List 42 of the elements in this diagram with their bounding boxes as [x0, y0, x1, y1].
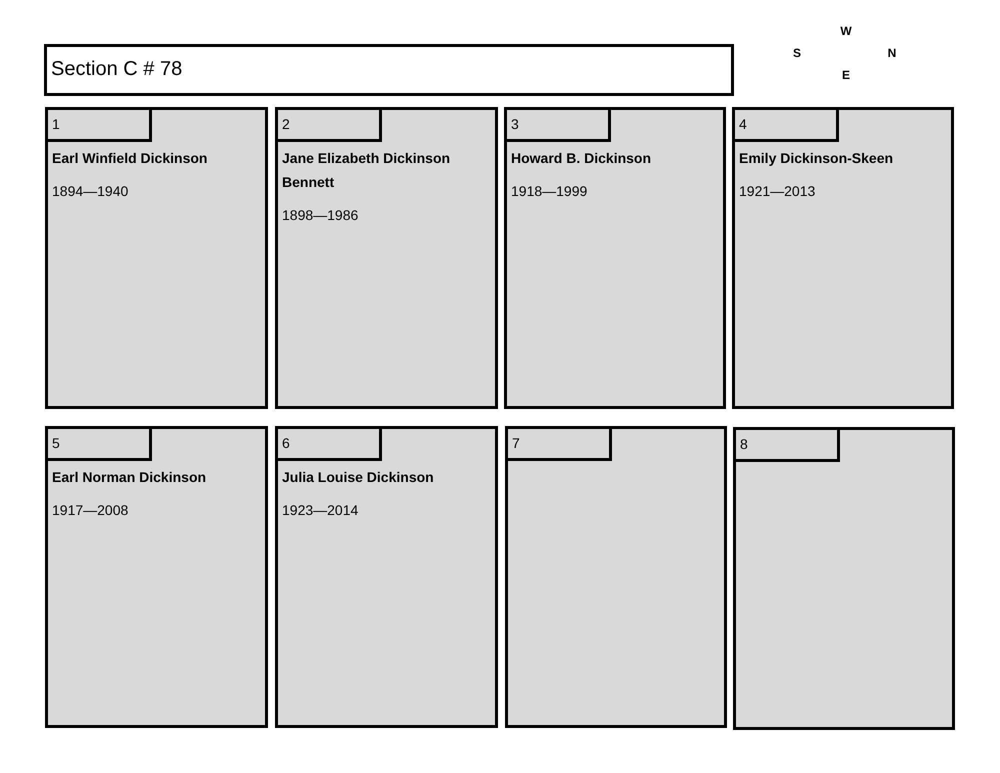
- plot-number-tab: [275, 426, 382, 461]
- plot-number-tab: [732, 107, 839, 142]
- plot-number-tab: [45, 107, 152, 142]
- grave-plot: [733, 427, 955, 730]
- plot-number-tab: [45, 426, 152, 461]
- life-dates: 1921—2013: [739, 182, 816, 201]
- plot-number: 4: [739, 115, 748, 134]
- compass-label: N: [888, 46, 896, 60]
- grave-plot: [45, 107, 268, 409]
- plot-number: 1: [52, 115, 61, 134]
- life-dates: 1917—2008: [52, 501, 130, 520]
- life-dates: 1898—1986: [282, 206, 360, 225]
- plot-number: 6: [282, 434, 291, 453]
- compass-label: W: [840, 24, 852, 38]
- grave-plot: [732, 107, 954, 409]
- compass-label: E: [842, 68, 850, 82]
- grave-plot: [45, 426, 268, 728]
- person-name: Earl Norman Dickinson: [52, 468, 208, 487]
- person-name: Julia Louise Dickinson: [282, 468, 435, 487]
- person-name: Earl Winfield Dickinson: [52, 149, 208, 168]
- grave-plot: [504, 107, 726, 409]
- person-name: Howard B. Dickinson: [511, 149, 652, 168]
- section-header-box: [44, 44, 734, 96]
- plot-number: 5: [52, 434, 61, 453]
- grave-plot: [275, 107, 498, 409]
- plot-number: 3: [511, 115, 520, 134]
- plot-number: 8: [740, 435, 749, 454]
- compass-label: S: [793, 46, 801, 60]
- life-dates: 1918—1999: [511, 182, 588, 201]
- section-title: Section C # 78: [51, 57, 184, 82]
- plot-number-tab: [504, 107, 611, 142]
- plot-number: 2: [282, 115, 291, 134]
- plot-number: 7: [512, 434, 521, 453]
- plot-number-tab: [505, 426, 612, 461]
- life-dates: 1923—2014: [282, 501, 360, 520]
- plot-number-tab: [275, 107, 382, 142]
- life-dates: 1894—1940: [52, 182, 130, 201]
- person-name: Jane Elizabeth Dickinson Bennett: [282, 149, 452, 192]
- grave-plot: [505, 426, 727, 728]
- person-name: Emily Dickinson-Skeen: [739, 149, 894, 168]
- plot-number-tab: [733, 427, 840, 462]
- grave-plot: [275, 426, 498, 728]
